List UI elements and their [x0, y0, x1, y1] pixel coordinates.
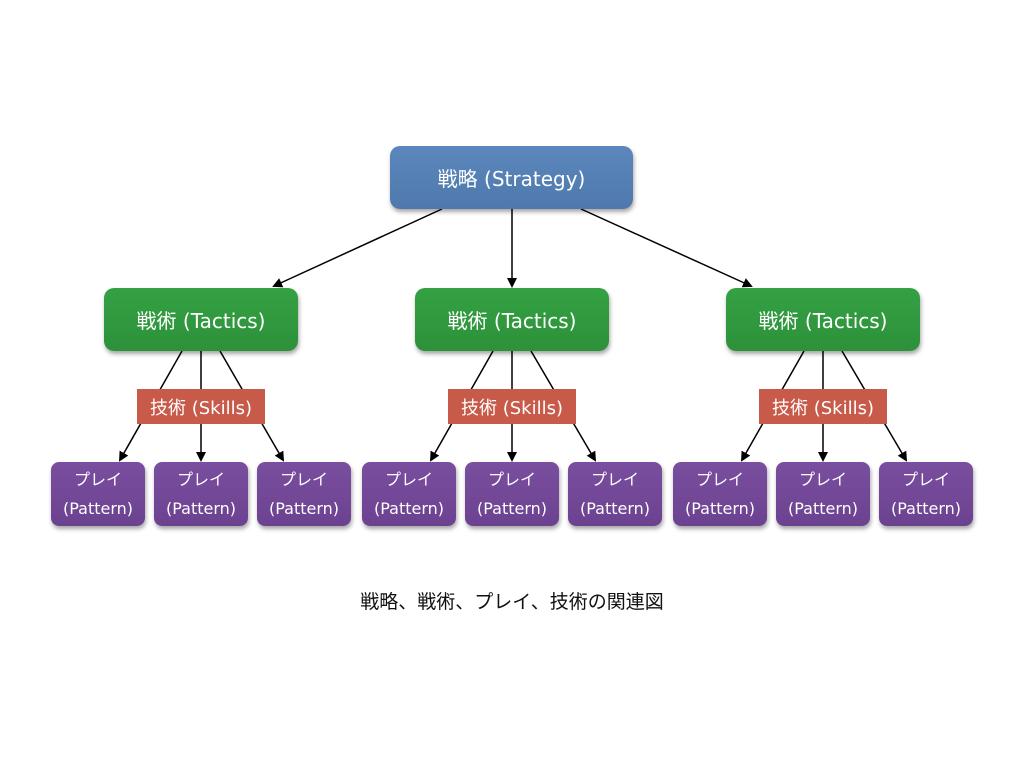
strategy-node: 戦略 (Strategy): [390, 146, 633, 209]
play-node-2: プレイ (Pattern): [154, 462, 248, 526]
tactics-node-center: 戦術 (Tactics): [415, 288, 609, 351]
skills-label-left: 技術 (Skills): [137, 389, 265, 424]
skills-text: 技術 (Skills): [150, 397, 252, 419]
play-node-4: プレイ (Pattern): [362, 462, 456, 526]
play-pattern-label: (Pattern): [165, 499, 237, 518]
diagram-caption: 戦略、戦術、プレイ、技術の関連図: [360, 591, 664, 613]
play-pattern-label: (Pattern): [476, 499, 548, 518]
play-label: プレイ: [901, 470, 950, 489]
play-pattern-label: (Pattern): [373, 499, 445, 518]
tactics-label: 戦術 (Tactics): [447, 309, 577, 333]
play-label: プレイ: [279, 470, 328, 489]
tactics-node-left: 戦術 (Tactics): [104, 288, 298, 351]
arrow-strategy-to-tactics-right: [580, 208, 753, 288]
play-label: プレイ: [384, 470, 433, 489]
tactics-label: 戦術 (Tactics): [758, 309, 888, 333]
arrow-strategy-to-tactics-left: [272, 208, 443, 288]
play-node-7: プレイ (Pattern): [673, 462, 767, 526]
play-node-5: プレイ (Pattern): [465, 462, 559, 526]
play-label: プレイ: [487, 470, 536, 489]
play-node-8: プレイ (Pattern): [776, 462, 870, 526]
play-pattern-label: (Pattern): [579, 499, 651, 518]
play-node-6: プレイ (Pattern): [568, 462, 662, 526]
play-label: プレイ: [695, 470, 744, 489]
play-pattern-label: (Pattern): [787, 499, 859, 518]
play-label: プレイ: [176, 470, 225, 489]
play-node-3: プレイ (Pattern): [257, 462, 351, 526]
skills-label-center: 技術 (Skills): [448, 389, 576, 424]
play-node-9: プレイ (Pattern): [879, 462, 973, 526]
play-label: プレイ: [73, 470, 122, 489]
skills-label-right: 技術 (Skills): [759, 389, 887, 424]
play-pattern-label: (Pattern): [890, 499, 962, 518]
play-pattern-label: (Pattern): [62, 499, 134, 518]
play-label: プレイ: [798, 470, 847, 489]
play-label: プレイ: [590, 470, 639, 489]
tactics-node-right: 戦術 (Tactics): [726, 288, 920, 351]
tactics-label: 戦術 (Tactics): [136, 309, 266, 333]
play-pattern-label: (Pattern): [684, 499, 756, 518]
play-pattern-label: (Pattern): [268, 499, 340, 518]
skills-text: 技術 (Skills): [772, 397, 874, 419]
strategy-label: 戦略 (Strategy): [437, 167, 586, 191]
play-node-1: プレイ (Pattern): [51, 462, 145, 526]
skills-text: 技術 (Skills): [461, 397, 563, 419]
